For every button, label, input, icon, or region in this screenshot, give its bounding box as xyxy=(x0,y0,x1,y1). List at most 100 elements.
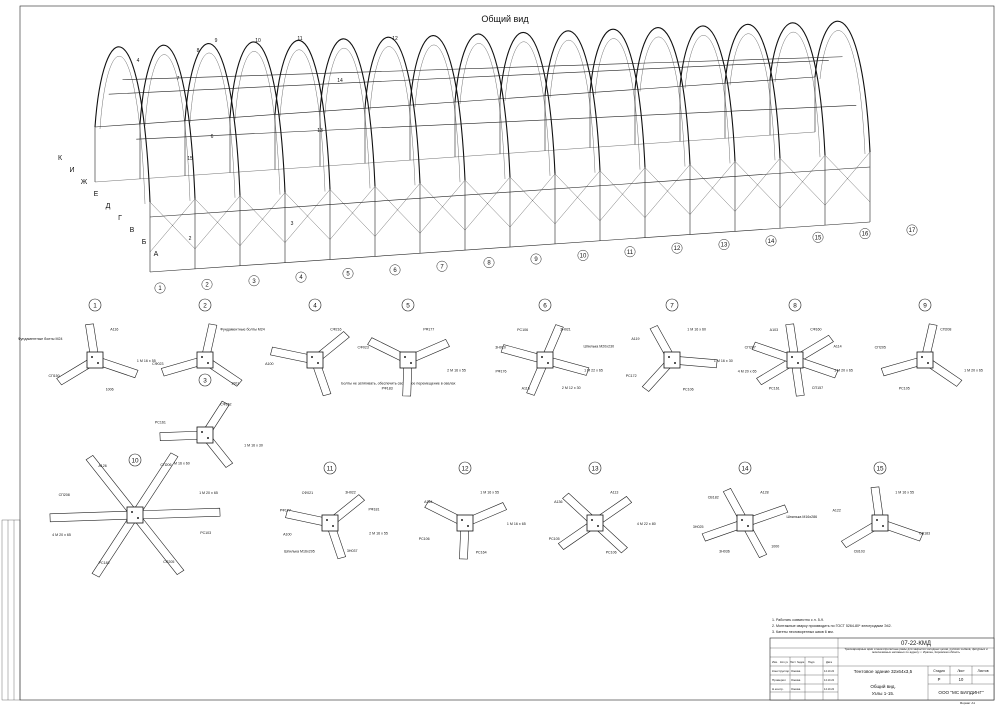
member-mark: 12 xyxy=(392,36,398,42)
detail-number: 6 xyxy=(543,302,547,309)
bolt xyxy=(541,356,543,358)
connection-plate xyxy=(86,351,104,369)
drawing-code: 07-22-КМД xyxy=(901,641,931,647)
detail-label: СФ160 xyxy=(810,328,821,332)
ground-line-near xyxy=(149,221,871,273)
signature-role: Проверил xyxy=(772,678,786,682)
bolt xyxy=(131,511,133,513)
detail-label: 3Н036 xyxy=(719,549,730,553)
axis-number-label: 11 xyxy=(627,250,634,256)
detail-label: А103 xyxy=(770,328,778,332)
detail-number-circle xyxy=(128,453,142,467)
member-mark: 8 xyxy=(197,48,200,54)
detail-label: 4 М 22 х 80 xyxy=(637,522,656,526)
signature-name: Ожова xyxy=(791,687,801,691)
steel-member xyxy=(49,510,136,523)
detail-number-circle xyxy=(665,298,679,312)
detail-number: 3 xyxy=(203,377,207,384)
signature-name: Ожова xyxy=(791,678,801,682)
bolt xyxy=(597,525,599,527)
bolt xyxy=(201,356,203,358)
detail-label: 1 М 22 х 65 xyxy=(584,368,603,372)
left-margin-stamp xyxy=(1,519,21,701)
revision-column-header: №док. xyxy=(797,661,805,664)
axis-bubble-number xyxy=(530,253,542,265)
detail-label: СВ183 xyxy=(919,531,930,535)
axis-number-label: 9 xyxy=(534,257,538,263)
axis-number-label: 4 xyxy=(299,275,303,281)
detail-label: СП206 xyxy=(160,463,171,467)
detail-label: РФ177 xyxy=(280,509,291,513)
detail-label: 2 М 16 х 55 xyxy=(369,531,388,535)
detail-label: А100 xyxy=(265,362,273,366)
axis-bubble-number xyxy=(718,239,730,250)
note-1: 1. Работать совместно с л. 5-9. xyxy=(772,618,824,622)
connection-plate xyxy=(536,351,554,369)
detail-label: 1 М 16 х 30 xyxy=(244,443,263,447)
axis-letter-label: Е xyxy=(94,191,99,198)
revision-column-header: Кол.уч xyxy=(780,660,789,664)
bolt xyxy=(91,356,93,358)
connection-plate xyxy=(306,351,324,369)
axis-bubble-number xyxy=(624,246,636,258)
connection-plate xyxy=(196,351,214,369)
axis-letter-label: Д xyxy=(106,203,111,210)
signature-date: 14.10.22 xyxy=(824,669,835,673)
detail-label: А136 xyxy=(554,500,562,504)
axis-bubble-number xyxy=(248,275,260,287)
arch-frame xyxy=(364,36,421,254)
revision-column-header: Изм. xyxy=(772,660,778,664)
detail-label: 1 М 16 х 30 xyxy=(714,359,733,363)
detail-number-circle xyxy=(88,298,102,312)
arch-frame xyxy=(544,30,601,241)
company-name: ООО "МС БИЛДИНГ" xyxy=(938,690,984,695)
detail-label: РФ177 xyxy=(423,328,434,332)
connection-plate xyxy=(871,514,889,532)
axis-bubble-number xyxy=(342,268,354,279)
bolt xyxy=(311,356,313,358)
detail-label: РФ176 xyxy=(495,370,506,374)
overview-3d-view: 1234567891011121314151617КИЖЕДГВБА234678… xyxy=(58,20,918,294)
member-mark: 9 xyxy=(215,38,218,44)
stage-value: Р xyxy=(938,677,941,682)
connection-plate xyxy=(321,514,339,532)
detail-label: РС106 xyxy=(419,537,430,541)
detail-number: 11 xyxy=(327,465,334,472)
axis-number-label: 8 xyxy=(487,261,491,267)
detail-label: РФ183 xyxy=(382,386,393,390)
purlin-line xyxy=(108,60,829,95)
detail-label: СФ162 xyxy=(220,403,231,407)
member-mark: 14 xyxy=(337,78,343,84)
detail-number: 12 xyxy=(461,465,469,472)
member-mark: 3 xyxy=(291,221,294,227)
detail-label: РС105 xyxy=(549,537,560,541)
connection-plate xyxy=(586,514,604,532)
signature-date: 14.10.22 xyxy=(824,687,835,691)
note-3: 3. Катеты неоговоренных швов 6 мм. xyxy=(772,630,834,634)
detail-label: А119 xyxy=(631,337,639,341)
bolt xyxy=(137,517,139,519)
member-mark: 7 xyxy=(177,76,180,82)
detail-label: 3Н021 xyxy=(560,328,571,332)
axis-letter-label: И xyxy=(69,167,74,174)
axis-letter-label: А xyxy=(154,251,159,258)
bolt xyxy=(201,431,203,433)
axis-bubble-number xyxy=(483,257,495,269)
detail-label: А116 xyxy=(522,386,530,390)
detail-label: СФ023 xyxy=(358,346,369,350)
bolt xyxy=(461,519,463,521)
arch-frame xyxy=(589,28,646,238)
detail-label: 1 М 20 х 65 xyxy=(199,491,218,495)
axis-bubble-number xyxy=(201,278,213,290)
axis-number-label: 3 xyxy=(252,279,256,285)
detail-label: РС106 xyxy=(606,550,617,554)
